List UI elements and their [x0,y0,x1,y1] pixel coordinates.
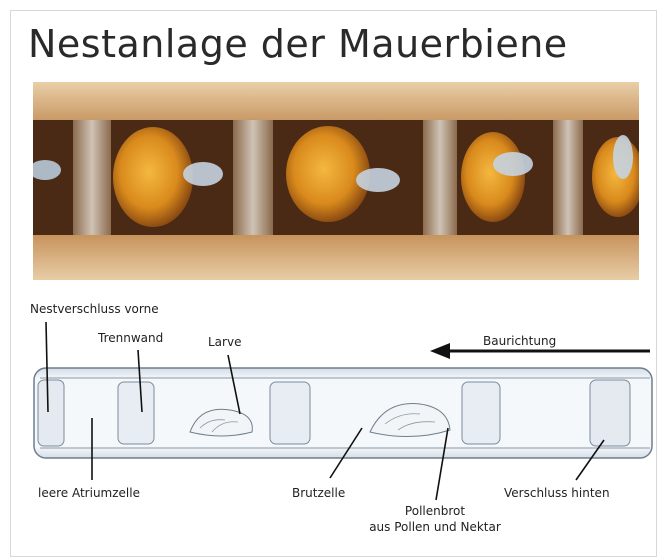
label-partition: Trennwand [98,331,163,345]
direction-arrow-head [430,343,450,359]
label-pollen-line1: Pollenbrot [350,504,520,518]
label-empty-cell: leere Atriumzelle [38,486,140,500]
partition-wall [462,382,500,444]
partition-wall [118,382,154,444]
label-nest-front: Nestverschluss vorne [30,302,159,316]
partition-wall [270,382,310,444]
front-closure [38,380,64,446]
label-direction: Baurichtung [483,334,556,348]
label-closure-back: Verschluss hinten [504,486,610,500]
label-brood-cell: Brutzelle [292,486,345,500]
label-pollen-line2: aus Pollen und Nektar [350,520,520,534]
label-larva: Larve [208,335,241,349]
back-closure [590,380,630,446]
